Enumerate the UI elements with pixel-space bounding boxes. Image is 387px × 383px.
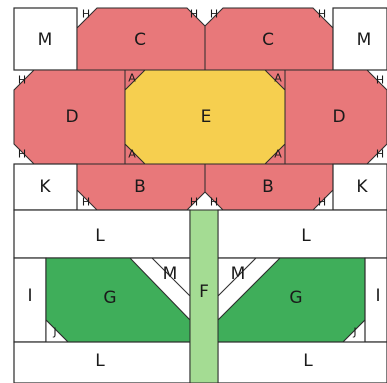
label-k-right: K: [356, 177, 368, 197]
label-e: E: [201, 107, 212, 127]
label-m-left: M: [163, 264, 178, 284]
label-h-c1-tr: H: [190, 8, 198, 21]
label-h-b2-br: H: [318, 196, 326, 209]
label-j-left: J: [52, 326, 56, 339]
label-h-c2-tr: H: [318, 8, 326, 21]
label-m-top-right: M: [357, 30, 372, 50]
label-l-lower-left: L: [95, 351, 105, 371]
label-a-tl: A: [128, 72, 136, 85]
label-j-right: J: [352, 326, 356, 339]
label-d-left: D: [65, 107, 78, 127]
label-b-right: B: [262, 177, 274, 197]
label-h-b1-br: H: [190, 196, 198, 209]
label-l-upper-left: L: [95, 226, 105, 246]
label-h-d2-tr: H: [376, 74, 384, 87]
label-g-left: G: [103, 288, 116, 308]
label-h-d1-bl: H: [18, 148, 26, 161]
label-a-bl: A: [128, 148, 136, 161]
label-f: F: [199, 282, 209, 302]
label-b-left: B: [134, 177, 146, 197]
label-a-tr: A: [274, 72, 282, 85]
label-h-b2-bl: H: [210, 196, 218, 209]
label-g-right: G: [289, 288, 302, 308]
label-d-right: D: [332, 107, 345, 127]
label-c-right: C: [262, 30, 274, 50]
label-h-d1-tl: H: [18, 74, 26, 87]
label-l-upper-right: L: [301, 226, 311, 246]
label-l-lower-right: L: [303, 351, 313, 371]
label-h-c1-tl: H: [82, 8, 90, 21]
label-m-right: M: [231, 264, 246, 284]
label-h-b1-bl: H: [82, 196, 90, 209]
label-a-br: A: [274, 148, 282, 161]
label-m-top-left: M: [38, 30, 53, 50]
label-i-left: I: [27, 286, 32, 306]
label-c-left: C: [134, 30, 146, 50]
label-h-d2-br: H: [376, 148, 384, 161]
label-h-c2-tl: H: [210, 8, 218, 21]
label-i-right: I: [375, 286, 380, 306]
label-k-left: K: [39, 177, 51, 197]
